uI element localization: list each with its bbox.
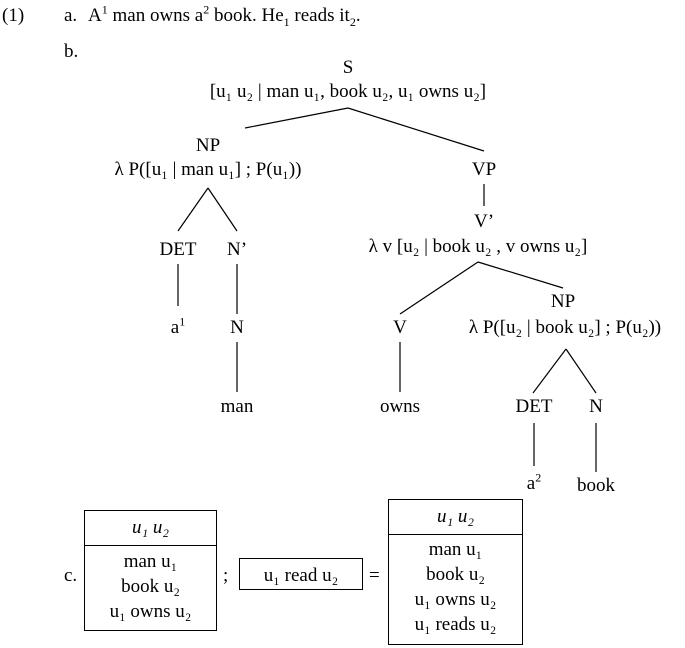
- drs-box-3-refs: u₁ u₂: [437, 506, 474, 527]
- node-np1-sem: λ P([u₁ | man u₁] ; P(u₁)): [114, 159, 302, 180]
- node-s-cat: S: [342, 57, 354, 78]
- node-v-cat: V: [393, 317, 407, 338]
- example-sentence: A1 man owns a2 book. He1 reads it2.: [88, 2, 361, 29]
- drs-box-3-cond-1: man u₁: [428, 539, 483, 560]
- edge-vbar-v: [399, 261, 479, 315]
- edge-np-n2: [565, 348, 597, 394]
- drs-box-3-cond-4: u₁ reads u₂: [414, 614, 497, 635]
- drs-box-1-refs: u₁ u₂: [132, 517, 169, 538]
- drs-box-1-cond-3: u₁ owns u₂: [109, 601, 192, 622]
- item-c-marker: c.: [64, 565, 78, 586]
- leaf-a2: a2: [526, 470, 542, 494]
- node-vbar-cat: V’: [473, 211, 495, 232]
- item-a-marker: a.: [64, 5, 78, 26]
- node-n2-cat: N: [589, 396, 603, 417]
- edge-np-det: [177, 187, 209, 232]
- sequence-operator: ;: [223, 565, 229, 586]
- edge-np-nbar: [207, 187, 238, 232]
- leaf-owns: owns: [379, 396, 421, 417]
- drs-box-3-cond-3: u₁ owns u₂: [414, 589, 497, 610]
- edge-s-np: [244, 107, 349, 129]
- leaf-a1: a1: [170, 314, 186, 338]
- drs-box-2-cond: u₁ read u₂: [263, 565, 339, 586]
- leaf-man: man: [220, 396, 254, 417]
- node-np2-sem: λ P([u₂ | book u₂] ; P(u₂)): [468, 317, 662, 338]
- node-n1-cat: N: [230, 317, 244, 338]
- drs-box-3-universe: u₁ u₂: [389, 500, 522, 535]
- drs-box-1-cond-2: book u₂: [121, 576, 180, 597]
- node-det1-cat: DET: [159, 239, 197, 260]
- drs-box-3: u₁ u₂ man u₁ book u₂ u₁ owns u₂ u₁ reads…: [388, 499, 523, 645]
- edge-np-det2: [532, 348, 567, 394]
- node-np1-cat: NP: [195, 135, 221, 156]
- drs-box-1-cond-1: man u₁: [123, 551, 178, 572]
- drs-box-1-universe: u₁ u₂: [85, 511, 216, 546]
- node-vbar-sem: λ v [u₂ | book u₂ , v owns u₂]: [368, 236, 588, 257]
- node-s-sem: [u₁ u₂ | man u₁, book u₂, u₁ owns u₂]: [209, 81, 487, 102]
- node-nbar-cat: N’: [226, 239, 248, 260]
- drs-box-3-cond-2: book u₂: [426, 564, 485, 585]
- node-np2-cat: NP: [550, 291, 576, 312]
- drs-box-2: u₁ read u₂: [239, 558, 363, 590]
- item-b-marker: b.: [64, 41, 79, 62]
- node-vp-cat: VP: [471, 159, 497, 180]
- drs-box-1: u₁ u₂ man u₁ book u₂ u₁ owns u₂: [84, 510, 217, 631]
- example-number: (1): [2, 5, 25, 26]
- edge-vbar-np: [477, 261, 564, 289]
- edge-s-vp: [347, 107, 485, 152]
- node-det2-cat: DET: [515, 396, 553, 417]
- equals-sign: =: [369, 565, 380, 586]
- leaf-book: book: [577, 475, 615, 496]
